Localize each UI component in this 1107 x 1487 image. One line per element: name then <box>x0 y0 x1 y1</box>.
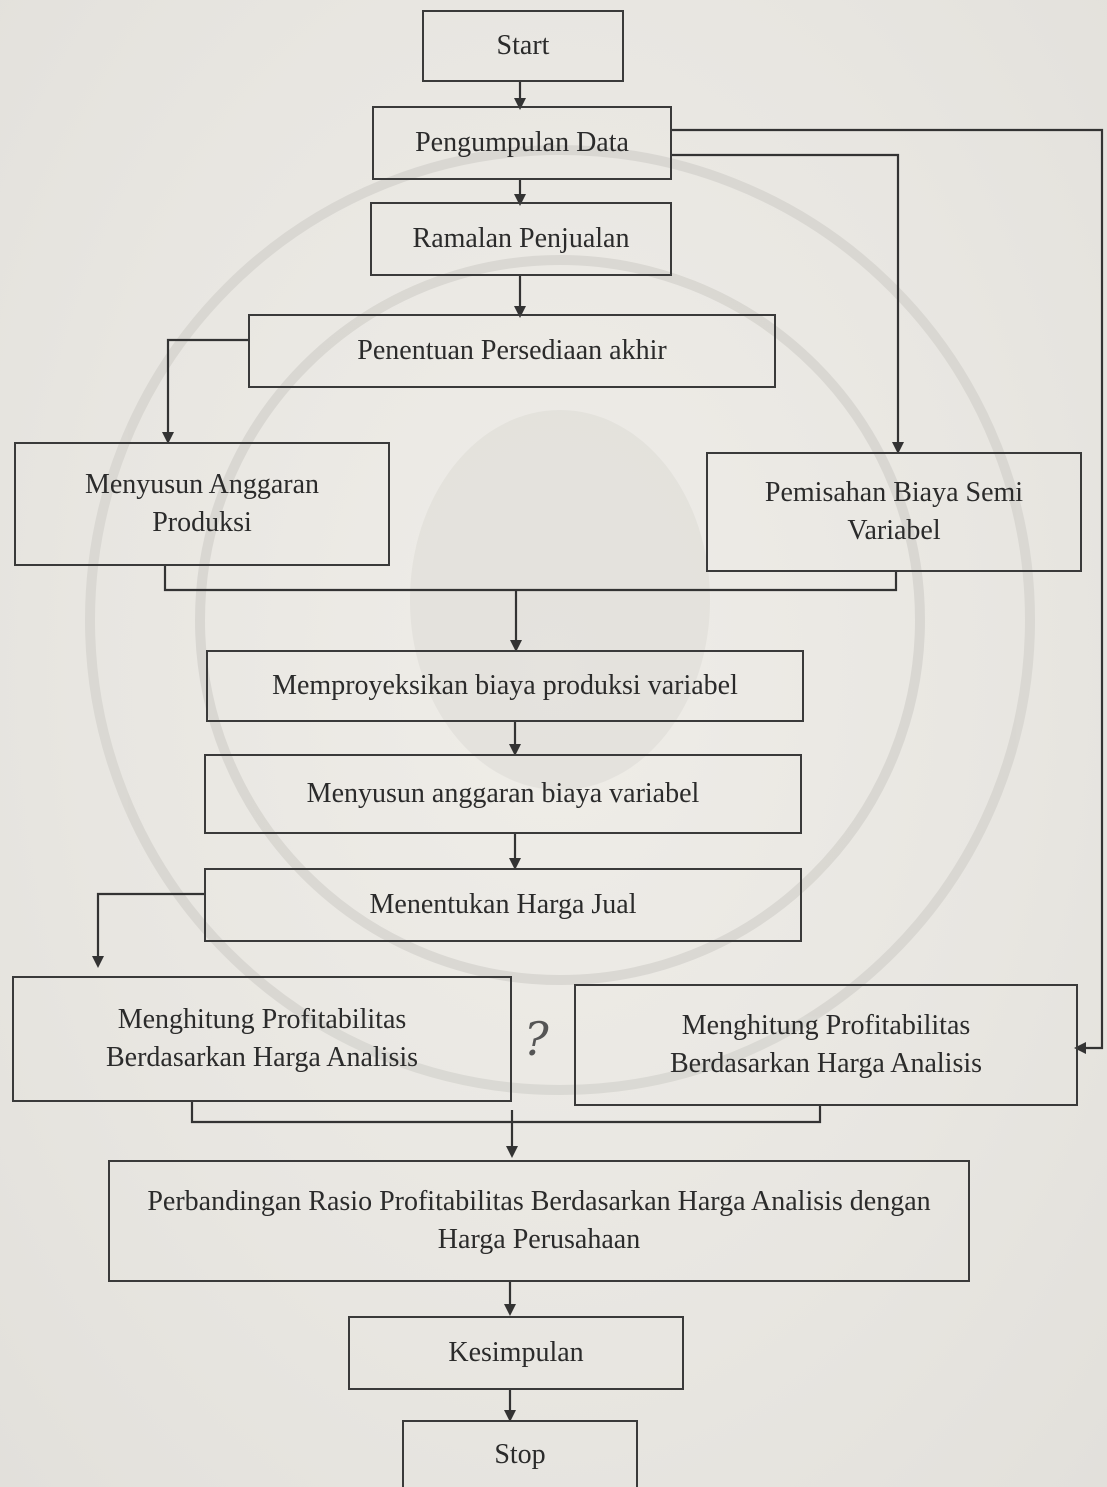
pengumpulan-data-node: Pengumpulan Data <box>372 106 672 180</box>
start-node: Start <box>422 10 624 82</box>
arrow-harga-jual-to-profitabilitas-left <box>92 892 204 968</box>
perbandingan-label: Perbandingan Rasio Profitabilitas Berdas… <box>147 1186 931 1255</box>
harga-jual-label: Menentukan Harga Jual <box>369 889 637 920</box>
merge-line-top <box>163 566 898 592</box>
anggaran-produksi-label: Menyusun Anggaran Produksi <box>84 469 320 538</box>
anggaran-biaya-variabel-label: Menyusun anggaran biaya variabel <box>306 778 700 809</box>
profitabilitas-left-label: Menghitung Profitabilitas Berdasarkan Ha… <box>105 1004 419 1073</box>
anggaran-produksi-node: Menyusun Anggaran Produksi <box>14 442 390 566</box>
handwritten-question-mark: ? <box>524 1012 549 1066</box>
merge-line-bottom <box>190 1102 822 1124</box>
profitabilitas-right-node: Menghitung Profitabilitas Berdasarkan Ha… <box>574 984 1078 1106</box>
arrow-pengumpulan-to-profitabilitas-right <box>672 128 1104 1054</box>
stop-label: Stop <box>494 1438 546 1470</box>
pemisahan-biaya-node: Pemisahan Biaya Semi Variabel <box>706 452 1082 572</box>
ramalan-penjualan-node: Ramalan Penjualan <box>370 202 672 276</box>
anggaran-biaya-variabel-node: Menyusun anggaran biaya variabel <box>204 754 802 834</box>
penentuan-persediaan-label: Penentuan Persediaan akhir <box>357 335 667 366</box>
kesimpulan-label: Kesimpulan <box>448 1337 584 1368</box>
harga-jual-node: Menentukan Harga Jual <box>204 868 802 942</box>
stop-node: Stop <box>402 1420 638 1487</box>
pemisahan-biaya-label: Pemisahan Biaya Semi Variabel <box>764 477 1024 546</box>
memproyeksikan-label: Memproyeksikan biaya produksi variabel <box>272 670 738 701</box>
arrow-pengumpulan-to-pemisahan <box>672 153 904 454</box>
arrow-penentuan-to-anggaran-produksi <box>162 338 248 444</box>
start-label: Start <box>496 30 550 61</box>
ramalan-penjualan-label: Ramalan Penjualan <box>412 223 630 254</box>
penentuan-persediaan-node: Penentuan Persediaan akhir <box>248 314 776 388</box>
kesimpulan-node: Kesimpulan <box>348 1316 684 1390</box>
perbandingan-node: Perbandingan Rasio Profitabilitas Berdas… <box>108 1160 970 1282</box>
profitabilitas-right-label: Menghitung Profitabilitas Berdasarkan Ha… <box>669 1010 983 1079</box>
profitabilitas-left-node: Menghitung Profitabilitas Berdasarkan Ha… <box>12 976 512 1102</box>
memproyeksikan-node: Memproyeksikan biaya produksi variabel <box>206 650 804 722</box>
pengumpulan-data-label: Pengumpulan Data <box>415 127 629 158</box>
